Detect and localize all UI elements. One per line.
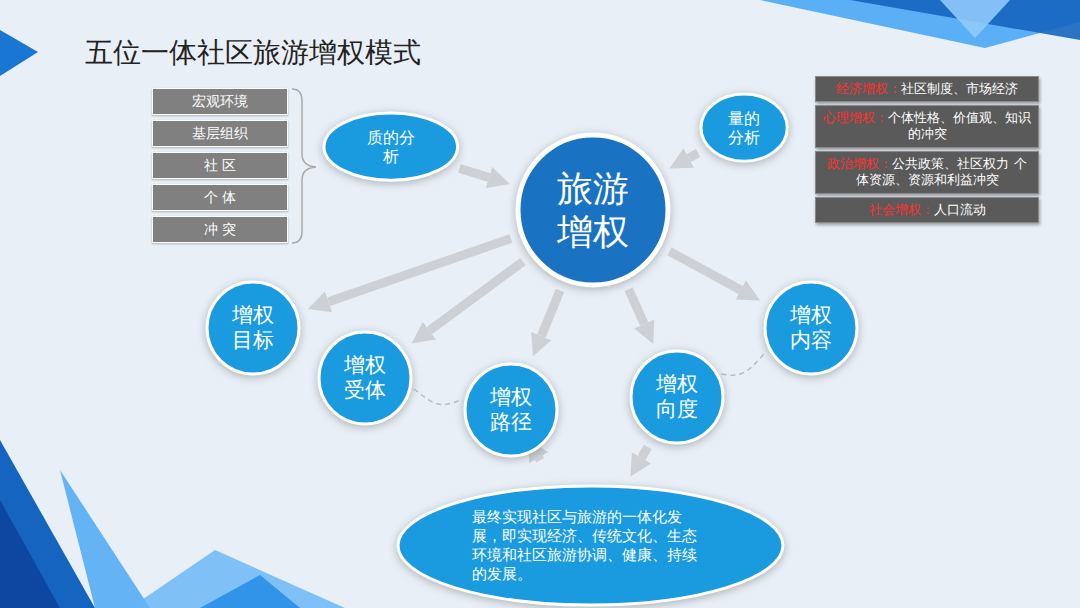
node-label: 社会增权： (869, 202, 934, 217)
corner-triangle (940, 0, 1010, 38)
node-label: 旅游增权 (557, 168, 629, 252)
node-label: 增权内容 (790, 303, 832, 352)
dashed-link (414, 389, 462, 405)
node-label: 增权受体 (344, 353, 386, 402)
goal-ellipse: 最终实现社区与旅游的一体化发展，即实现经济、传统文化、生态环境和社区旅游协调、健… (396, 484, 785, 607)
corner-triangle (850, 0, 1080, 40)
shape-fill (465, 364, 557, 456)
corner-triangle (60, 470, 150, 608)
core-circle: 旅游增权 (516, 133, 670, 287)
shape-outline (516, 133, 670, 287)
node-label: 宏观环境 (192, 93, 248, 109)
element-circle: 增权受体 (317, 330, 413, 426)
factor-box: 宏观环境 (152, 88, 288, 115)
node-label: 心理增权： (823, 110, 888, 125)
shape-fill (319, 332, 411, 424)
node-detail: 人口流动 (934, 202, 986, 217)
node-label: 个 体 (204, 189, 236, 205)
dimension-box: 经济增权：社区制度、市场经济 (815, 76, 1039, 102)
shape-fill (518, 135, 668, 285)
analysis-ellipse: 量的分析 (699, 92, 789, 163)
corner-triangle (200, 575, 300, 608)
element-circle: 增权内容 (763, 280, 859, 376)
node-label: 社 区 (204, 157, 236, 173)
node-label: 质的分析 (367, 128, 415, 166)
dimension-box: 政治增权：公共政策、社区权力 个体资源、资源和利益冲突 (815, 151, 1039, 194)
arrow-connector (670, 251, 741, 290)
node-detail: 社区制度、市场经济 (901, 81, 1018, 96)
analysis-ellipse: 质的分析 (322, 111, 460, 182)
node-label: 冲 突 (204, 221, 236, 237)
arrow-connector (629, 289, 645, 324)
factor-box: 社 区 (152, 152, 288, 179)
shape-fill (765, 282, 857, 374)
factor-box: 冲 突 (152, 216, 288, 243)
corner-triangle (0, 500, 60, 608)
node-label: 量的分析 (728, 109, 760, 147)
node-label: 最终实现社区与旅游的一体化发展，即实现经济、传统文化、生态环境和社区旅游协调、健… (472, 508, 697, 582)
node-label: 基层组织 (192, 125, 248, 141)
node-label: 增权路径 (490, 385, 532, 434)
dashed-link (721, 351, 766, 375)
bracket (292, 89, 316, 243)
factor-box: 基层组织 (152, 120, 288, 147)
node-detail: 个体性格、价值观、知识的冲突 (888, 110, 1031, 141)
corner-triangle (130, 550, 345, 608)
arrow-connector (689, 153, 698, 158)
shape-fill (631, 351, 723, 443)
shape-fill (207, 282, 299, 374)
element-circle: 增权目标 (205, 280, 301, 376)
element-circle: 增权路径 (463, 362, 559, 458)
arrow-connector (429, 262, 523, 331)
arrow-connector (539, 458, 540, 460)
shape-fill (701, 94, 787, 161)
node-label: 增权目标 (232, 303, 274, 352)
dimension-box: 心理增权：个体性格、价值观、知识的冲突 (815, 105, 1039, 148)
dimension-box: 社会增权：人口流动 (815, 197, 1039, 223)
factor-box: 个 体 (152, 184, 288, 211)
shape-fill (324, 113, 458, 180)
node-label: 政治增权： (827, 156, 892, 171)
corner-triangle (760, 0, 1080, 48)
arrow-connector (641, 447, 647, 458)
node-label: 经济增权： (836, 81, 901, 96)
corner-triangle (0, 30, 38, 76)
title: 五位一体社区旅游增权模式 (85, 34, 421, 72)
arrow-connector (541, 290, 560, 335)
arrow-connector (459, 168, 488, 177)
shape-fill (398, 486, 783, 605)
element-circle: 增权向度 (629, 349, 725, 445)
node-label: 增权向度 (656, 372, 698, 421)
